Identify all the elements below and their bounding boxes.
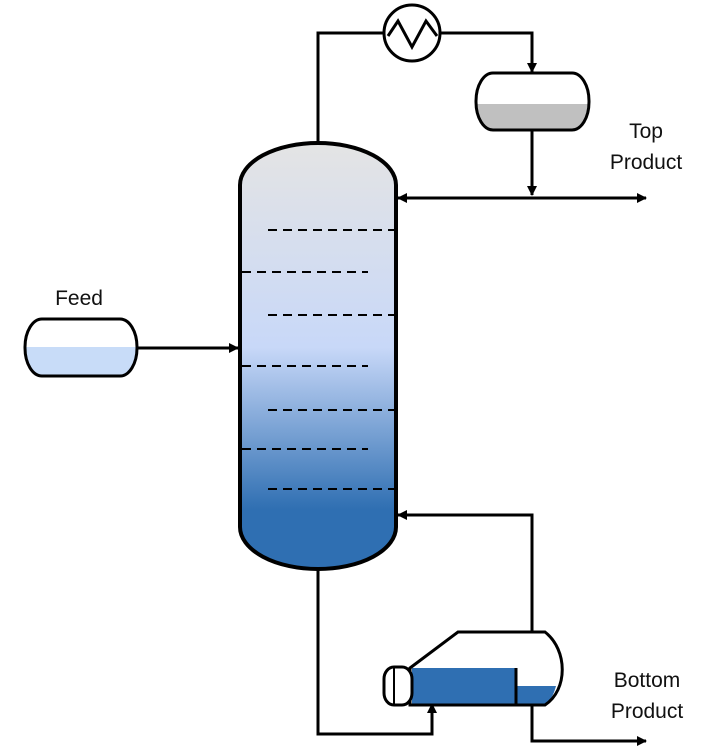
distillation-column [238,141,398,571]
overhead-vapor-line [316,31,384,145]
bottom-product-label-line2: Product [610,700,684,723]
reflux-liquid [476,104,589,130]
bottom-product-label-line1: Bottom [613,669,681,692]
reboiler-liquid-overflow [516,686,556,705]
top-product-label-line2: Product [609,151,683,174]
heat-exchanger-icon [382,3,442,63]
bottom-product-line [530,705,647,746]
feed-tank [23,317,139,378]
bottom-product-label: Bottom Product [595,665,699,727]
reboiler [382,630,564,707]
reboiler-liquid [412,668,516,705]
feed-liquid [25,347,137,376]
condenser-outlet-line [440,31,537,73]
column-trays [242,229,396,490]
bottoms-line [316,568,437,736]
feed-label: Feed [30,283,128,314]
top-product-label-line1: Top [629,120,663,143]
vapor-return-line [397,510,534,632]
feed-label-text: Feed [55,287,103,310]
tube-bundle [382,665,414,707]
top-product-label: Top Product [595,116,697,178]
reflux-drum [474,71,591,132]
